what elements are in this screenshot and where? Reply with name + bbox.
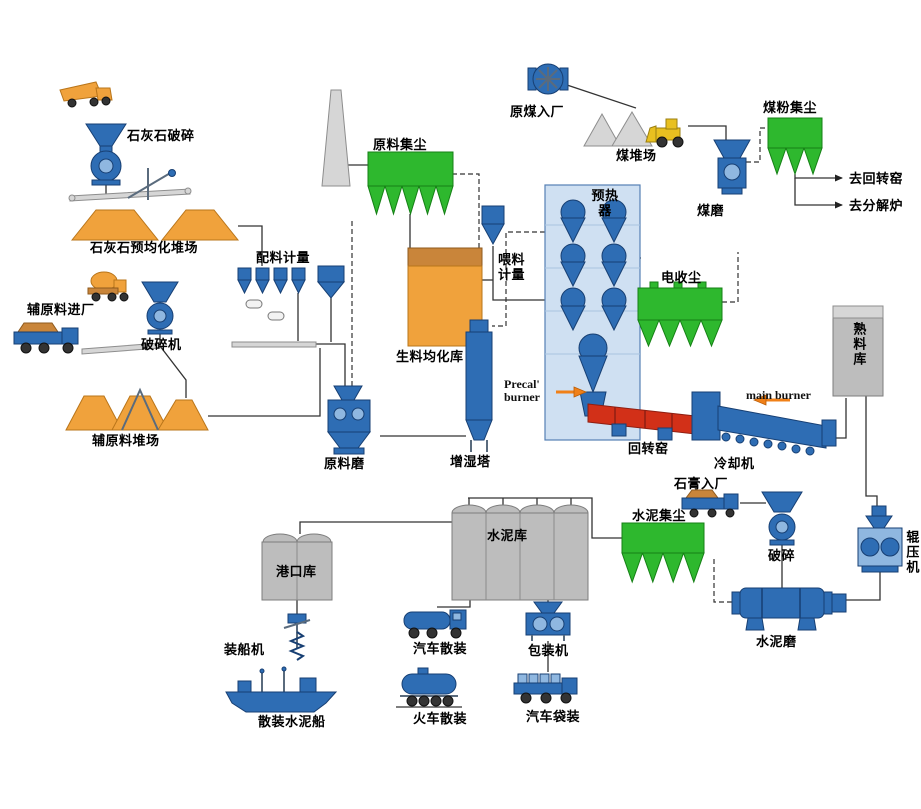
label-limestone-preblending-yard: 石灰石预均化堆场	[90, 240, 199, 255]
label-coal-yard: 煤堆场	[616, 148, 657, 163]
grate-cooler	[691, 391, 837, 456]
limestone-crusher	[85, 123, 127, 186]
cement-silos	[451, 504, 589, 601]
label-rotary-kiln: 回转窑	[628, 441, 669, 456]
preheater-tower	[544, 184, 641, 441]
limestone-piles	[70, 209, 240, 241]
feed-bin	[481, 205, 505, 246]
limestone-dump-truck	[59, 81, 113, 108]
label-cement-dust-collector: 水泥集尘	[632, 508, 687, 523]
aux-material-piles	[65, 387, 209, 431]
aux-material-truck	[13, 322, 79, 354]
label-main-burner: main burner	[746, 388, 812, 402]
packing-machine	[525, 601, 571, 641]
coal-mill	[713, 139, 751, 195]
label-to-calciner: 去分解炉	[849, 198, 904, 213]
coal-unloader	[527, 63, 569, 95]
label-packing-machine: 包装机	[528, 643, 569, 658]
rail-tank-car	[396, 667, 462, 708]
label-clinker-silo: 熟料库	[851, 322, 867, 367]
label-to-rotary-kiln: 去回转窑	[849, 171, 904, 186]
coal-dust-collector	[767, 117, 823, 176]
label-raw-mill: 原料磨	[324, 456, 365, 471]
label-electrostatic-precipitator: 电收尘	[661, 270, 702, 285]
label-gypsum-entry: 石膏入厂	[674, 476, 729, 491]
bulk-truck	[403, 609, 467, 639]
label-batching-metering: 配料计量	[256, 250, 311, 265]
label-limestone-crushing: 石灰石破碎	[127, 128, 195, 143]
wheel-loader	[645, 118, 684, 148]
label-cement-mill: 水泥磨	[756, 634, 797, 649]
humidifying-tower	[465, 319, 493, 452]
label-ship-loader: 装船机	[224, 642, 265, 657]
label-aux-material-yard: 辅原料堆场	[92, 433, 160, 448]
main-burner-arrow	[752, 394, 790, 406]
electrostatic-precipitator	[637, 281, 723, 348]
label-raw-meal-homogenizing-silo: 生料均化库	[396, 349, 464, 364]
raw-material-dust-collector	[367, 151, 454, 216]
label-roller-press: 辊压机	[904, 530, 920, 575]
clinker-silo	[832, 305, 884, 397]
label-raw-material-dust-collector: 原料集尘	[373, 137, 428, 152]
label-coal-mill: 煤磨	[697, 203, 725, 218]
coal-piles	[583, 111, 653, 147]
cement-dust-collector	[621, 522, 705, 584]
label-truck-bag-loading: 汽车袋装	[526, 709, 581, 724]
precalciner-burner-arrow	[556, 386, 588, 398]
label-cooler: 冷却机	[714, 456, 755, 471]
aux-material-mixer-truck	[87, 271, 129, 302]
label-precalciner-burner: Precal' burner	[504, 377, 540, 405]
label-gypsum-crushing: 破碎	[768, 548, 796, 563]
label-coal-powder-dust-collector: 煤粉集尘	[763, 100, 818, 115]
gypsum-crusher	[761, 491, 803, 546]
gypsum-truck	[681, 489, 739, 518]
label-humidifying-tower: 增湿塔	[450, 454, 491, 469]
label-bulk-cement-ship: 散装水泥船	[258, 714, 326, 729]
aux-crusher	[141, 281, 179, 335]
label-aux-material-entry: 辅原料进厂	[27, 302, 95, 317]
bulk-cement-ship	[225, 666, 338, 713]
label-raw-coal-entry: 原煤入厂	[510, 104, 565, 119]
port-silos	[261, 533, 333, 601]
bag-truck	[513, 673, 578, 704]
ship-loader	[283, 613, 311, 661]
label-train-bulk-loading: 火车散装	[413, 711, 468, 726]
label-preheater: 预热 器	[591, 188, 619, 219]
chimney	[321, 89, 351, 187]
label-cement-silo: 水泥库	[487, 528, 528, 543]
label-crusher-machine: 破碎机	[141, 337, 182, 352]
conveyors	[68, 187, 317, 355]
raw-mill	[327, 385, 371, 455]
label-feeding-metering: 喂料 计量	[498, 252, 526, 283]
stacker	[127, 168, 176, 200]
roller-press	[857, 505, 903, 573]
cement-mill	[731, 587, 847, 631]
label-port-silo: 港口库	[276, 564, 317, 579]
label-truck-bulk-loading: 汽车散装	[413, 641, 468, 656]
batching-bins	[237, 265, 346, 321]
